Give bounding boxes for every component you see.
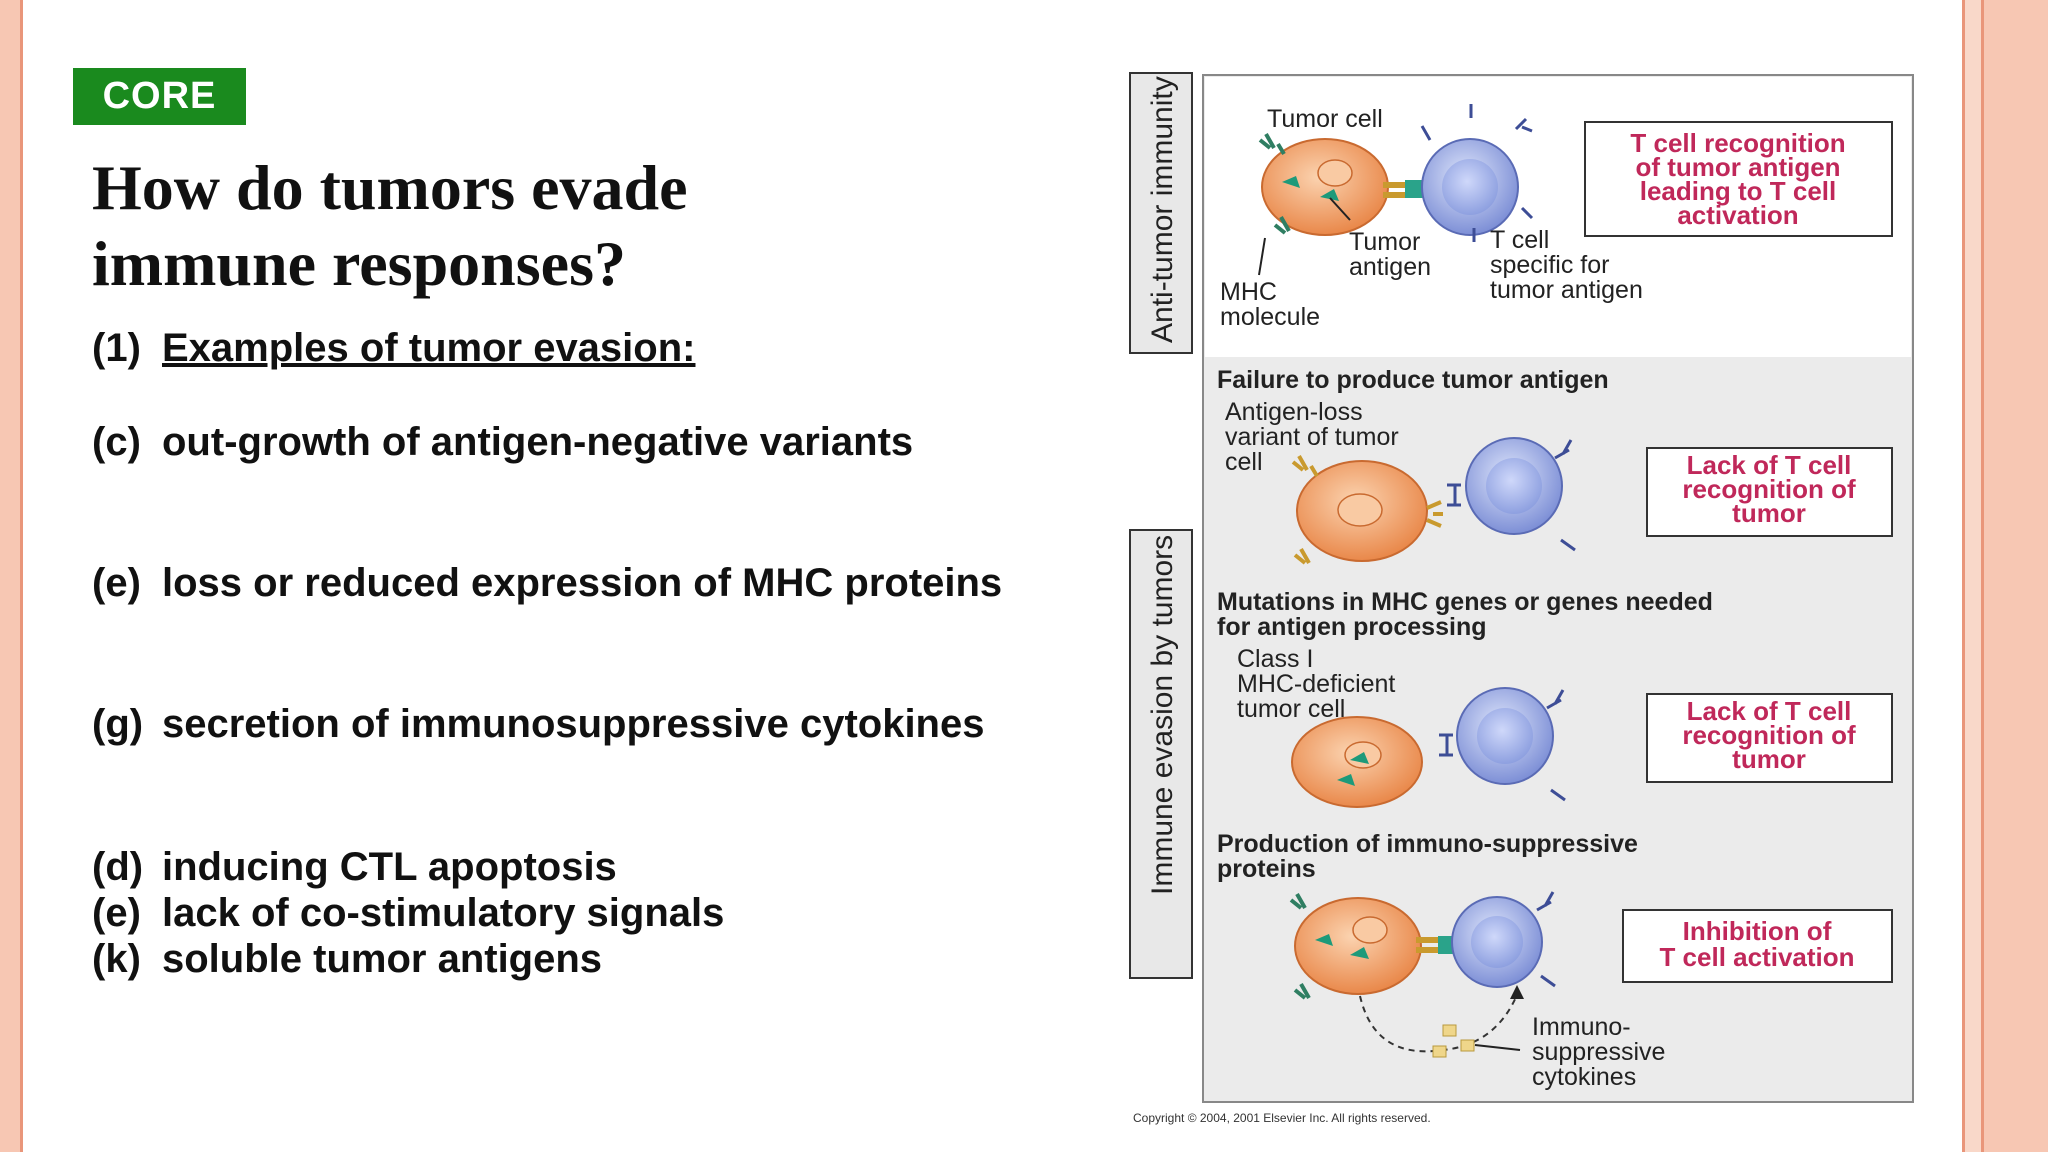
tumor-evasion-figure: Anti-tumor immunity Immune evasion by tu…	[1125, 70, 1925, 1130]
core-badge: CORE	[73, 68, 246, 125]
side-label-anti-tumor: Anti-tumor immunity	[1146, 76, 1179, 343]
cytokine-molecules	[1432, 1024, 1475, 1058]
panel-heading: for antigen processing	[1217, 613, 1486, 641]
mhc-deficient-label: Class I	[1237, 645, 1313, 673]
copyright-notice: Copyright © 2004, 2001 Elsevier Inc. All…	[1133, 1111, 1431, 1125]
list-item-text: inducing CTL apoptosis	[162, 845, 617, 889]
right-border-line	[1981, 0, 1984, 1152]
list-item-text: lack of co-stimulatory signals	[162, 891, 725, 935]
panel-heading: proteins	[1217, 855, 1316, 883]
t-cell	[1439, 687, 1566, 802]
side-label-immune-evasion: Immune evasion by tumors	[1146, 535, 1179, 895]
cytokine-pointer	[1474, 1044, 1521, 1051]
result-text: T cell recognition	[1630, 128, 1845, 158]
list-item: (g) secretion of immunosuppressive cytok…	[92, 700, 1072, 748]
result-text: recognition of	[1682, 720, 1856, 750]
result-text: Inhibition of	[1683, 916, 1832, 946]
list-item-text: out-growth of antigen-negative variants	[162, 420, 914, 464]
t-cell	[1438, 891, 1556, 988]
cytokine-arrow	[1510, 985, 1524, 999]
cytokine-label: suppressive	[1532, 1038, 1665, 1066]
panel-heading: Failure to produce tumor antigen	[1217, 366, 1609, 394]
title-line: immune responses?	[92, 228, 626, 299]
antigen-pointer	[1329, 197, 1351, 221]
variant-label: variant of tumor	[1225, 423, 1399, 451]
slide-title: How do tumors evade immune responses?	[92, 150, 992, 302]
suppressive-tumor-cell	[1289, 893, 1438, 1000]
list-item-text: loss or reduced expression of MHC protei…	[162, 561, 1003, 605]
cytokine-label: cytokines	[1532, 1063, 1636, 1091]
left-border-stripe	[0, 0, 20, 1152]
result-text: T cell activation	[1659, 942, 1854, 972]
result-box	[1584, 121, 1893, 237]
left-border-line	[20, 0, 23, 1152]
result-text: leading to T cell	[1640, 176, 1836, 206]
t-cell-label: specific for	[1490, 251, 1609, 279]
right-border-stripe	[1984, 0, 2048, 1152]
result-text: activation	[1677, 200, 1798, 230]
cytokine-label: Immuno-	[1532, 1013, 1631, 1041]
list-marker: (k)	[92, 937, 141, 981]
result-text: tumor	[1732, 744, 1806, 774]
list-item: (e) lack of co-stimulatory signals	[92, 889, 1072, 937]
right-border-line	[1962, 0, 1965, 1152]
list-marker: (e)	[92, 561, 141, 605]
result-text: tumor	[1732, 498, 1806, 528]
mhc-label: molecule	[1220, 303, 1320, 331]
variant-label: cell	[1225, 448, 1263, 476]
result-text: of tumor antigen	[1635, 152, 1840, 182]
list-marker: (e)	[92, 891, 141, 935]
figure-canvas: Anti-tumor immunity Immune evasion by tu…	[1129, 72, 1914, 1125]
tumor-antigen-label: antigen	[1349, 253, 1431, 281]
panel-heading: Production of immuno-suppressive	[1217, 830, 1638, 858]
result-box	[1646, 447, 1893, 537]
side-label-box	[1129, 72, 1193, 354]
list-marker: (g)	[92, 702, 144, 746]
side-label-box	[1129, 529, 1193, 979]
list-marker: (d)	[92, 845, 144, 889]
list-item: (e) loss or reduced expression of MHC pr…	[92, 559, 1072, 607]
tumor-cell-label: Tumor cell	[1267, 105, 1383, 133]
result-text: Lack of T cell	[1687, 696, 1852, 726]
list-item: (d) inducing CTL apoptosis	[92, 843, 1072, 891]
mhc-pointer	[1258, 237, 1266, 276]
list-item-text: secretion of immunosuppressive cytokines	[162, 702, 985, 746]
result-text: recognition of	[1682, 474, 1856, 504]
list-intro-text: Examples of tumor evasion:	[162, 326, 696, 370]
list-item: (c) out-growth of antigen-negative varia…	[92, 418, 1072, 466]
title-line: How do tumors evade	[92, 152, 688, 223]
tumor-cell	[1258, 133, 1405, 236]
mhc-label: MHC	[1220, 278, 1277, 306]
list-item: (k) soluble tumor antigens	[92, 935, 1072, 983]
result-box	[1646, 693, 1893, 783]
list-item-text: soluble tumor antigens	[162, 937, 603, 981]
right-border-stripe	[1965, 0, 1981, 1152]
t-cell-label: tumor antigen	[1490, 276, 1643, 304]
tumor-antigen-label: Tumor	[1349, 228, 1420, 256]
panel-heading: Mutations in MHC genes or genes needed	[1217, 588, 1713, 616]
mhc-deficient-label: tumor cell	[1237, 695, 1345, 723]
list-marker: (c)	[92, 420, 141, 464]
t-cell	[1405, 104, 1534, 242]
variant-label: Antigen-loss	[1225, 398, 1363, 426]
antigen-loss-tumor-cell	[1291, 455, 1443, 565]
list-intro: (1) Examples of tumor evasion:	[92, 324, 695, 372]
mhc-deficient-tumor-cell	[1291, 716, 1423, 808]
t-cell	[1447, 437, 1576, 552]
result-box	[1622, 909, 1893, 983]
t-cell-label: T cell	[1490, 226, 1549, 254]
mhc-deficient-label: MHC-deficient	[1237, 670, 1395, 698]
result-text: Lack of T cell	[1687, 450, 1852, 480]
list-marker: (1)	[92, 326, 141, 370]
